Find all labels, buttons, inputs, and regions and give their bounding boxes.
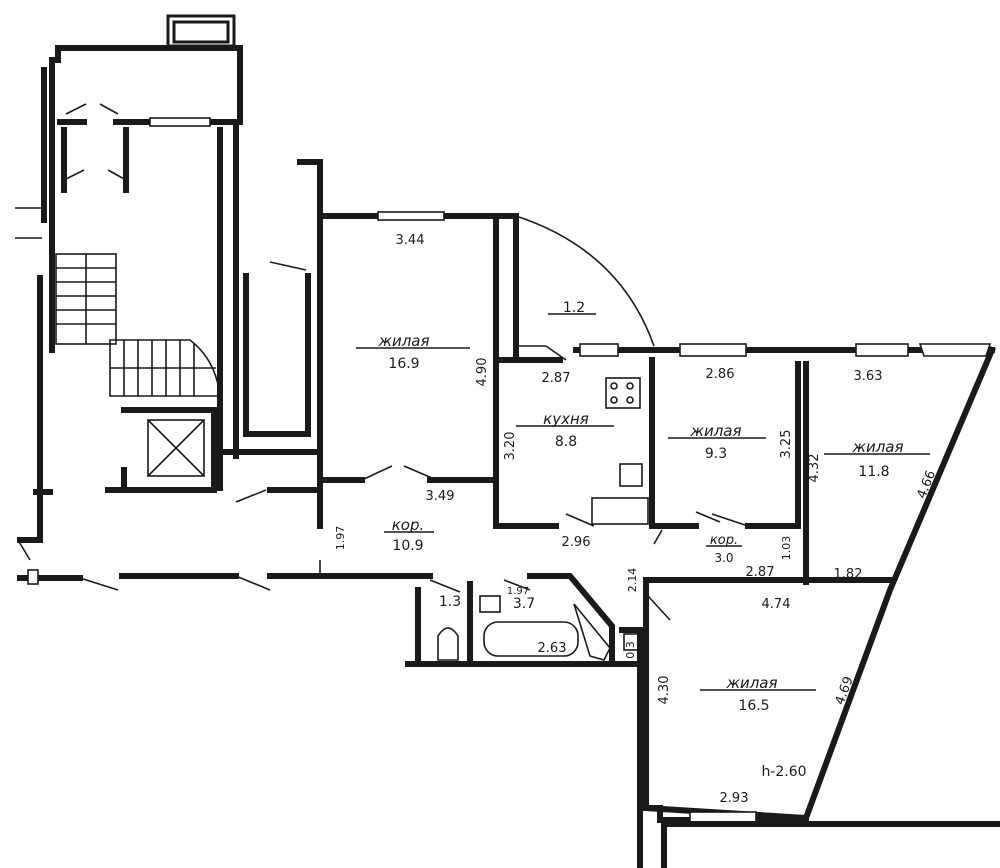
dim-3-25: 3.25 — [779, 430, 794, 459]
room-area-living-4: 16.5 — [738, 698, 769, 714]
room-area-living-1: 16.9 — [388, 356, 419, 372]
dimension-labels: 3.44 4.90 3.49 2.87 3.20 2.96 2.86 3.25 … — [334, 233, 939, 806]
elevator-shaft — [105, 407, 217, 493]
dim-2-63: 2.63 — [538, 641, 567, 656]
dim-4-30: 4.30 — [657, 676, 672, 705]
dim-3-49: 3.49 — [426, 489, 455, 504]
room-label-living-4: жилая — [725, 674, 777, 692]
area-wc: 1.3 — [439, 594, 461, 610]
dim-1-82: 1.82 — [834, 567, 863, 582]
room-label-living-2: жилая — [689, 422, 741, 440]
dim-2-14: 2.14 — [626, 568, 639, 593]
room-label-living-1: жилая — [377, 332, 429, 350]
room-area-corridor-2: 3.0 — [714, 551, 733, 565]
room-area-kitchen: 8.8 — [555, 434, 577, 450]
ceiling-height: h-2.60 — [761, 764, 806, 780]
dim-3-20: 3.20 — [503, 432, 518, 461]
room-label-living-3: жилая — [851, 438, 903, 456]
room-area-living-2: 9.3 — [705, 446, 727, 462]
room-label-kitchen: кухня — [543, 410, 589, 428]
dim-4-32: 4.32 — [807, 454, 822, 483]
dim-1-03: 1.03 — [780, 536, 793, 561]
dim-2-87-kitchen: 2.87 — [542, 371, 571, 386]
dim-2-96: 2.96 — [562, 535, 591, 550]
area-balcony: 1.2 — [563, 300, 585, 316]
room-labels: жилая 16.9 кухня 8.8 жилая 9.3 жилая 11.… — [356, 300, 930, 714]
dim-3-44: 3.44 — [396, 233, 425, 248]
room-label-corridor-1: кор. — [392, 516, 425, 534]
stairs — [55, 253, 221, 397]
apartment-walls — [243, 159, 1000, 868]
dim-3-63: 3.63 — [854, 369, 883, 384]
area-bath: 3.7 — [513, 596, 535, 612]
dim-2-93: 2.93 — [720, 791, 749, 806]
dim-4-90: 4.90 — [475, 358, 490, 387]
room-area-corridor-1: 10.9 — [392, 538, 423, 554]
stairwell — [15, 14, 433, 591]
room-label-corridor-2: кор. — [710, 533, 738, 548]
dim-2-87-corridor: 2.87 — [746, 565, 775, 580]
area-closet: 0.3 — [624, 641, 637, 659]
dim-1-97-bath: 1.97 — [507, 586, 529, 597]
dim-4-74: 4.74 — [762, 597, 791, 612]
room-area-living-3: 11.8 — [858, 464, 889, 480]
dim-1-97-corridor: 1.97 — [334, 526, 347, 551]
dim-2-86: 2.86 — [706, 367, 735, 382]
